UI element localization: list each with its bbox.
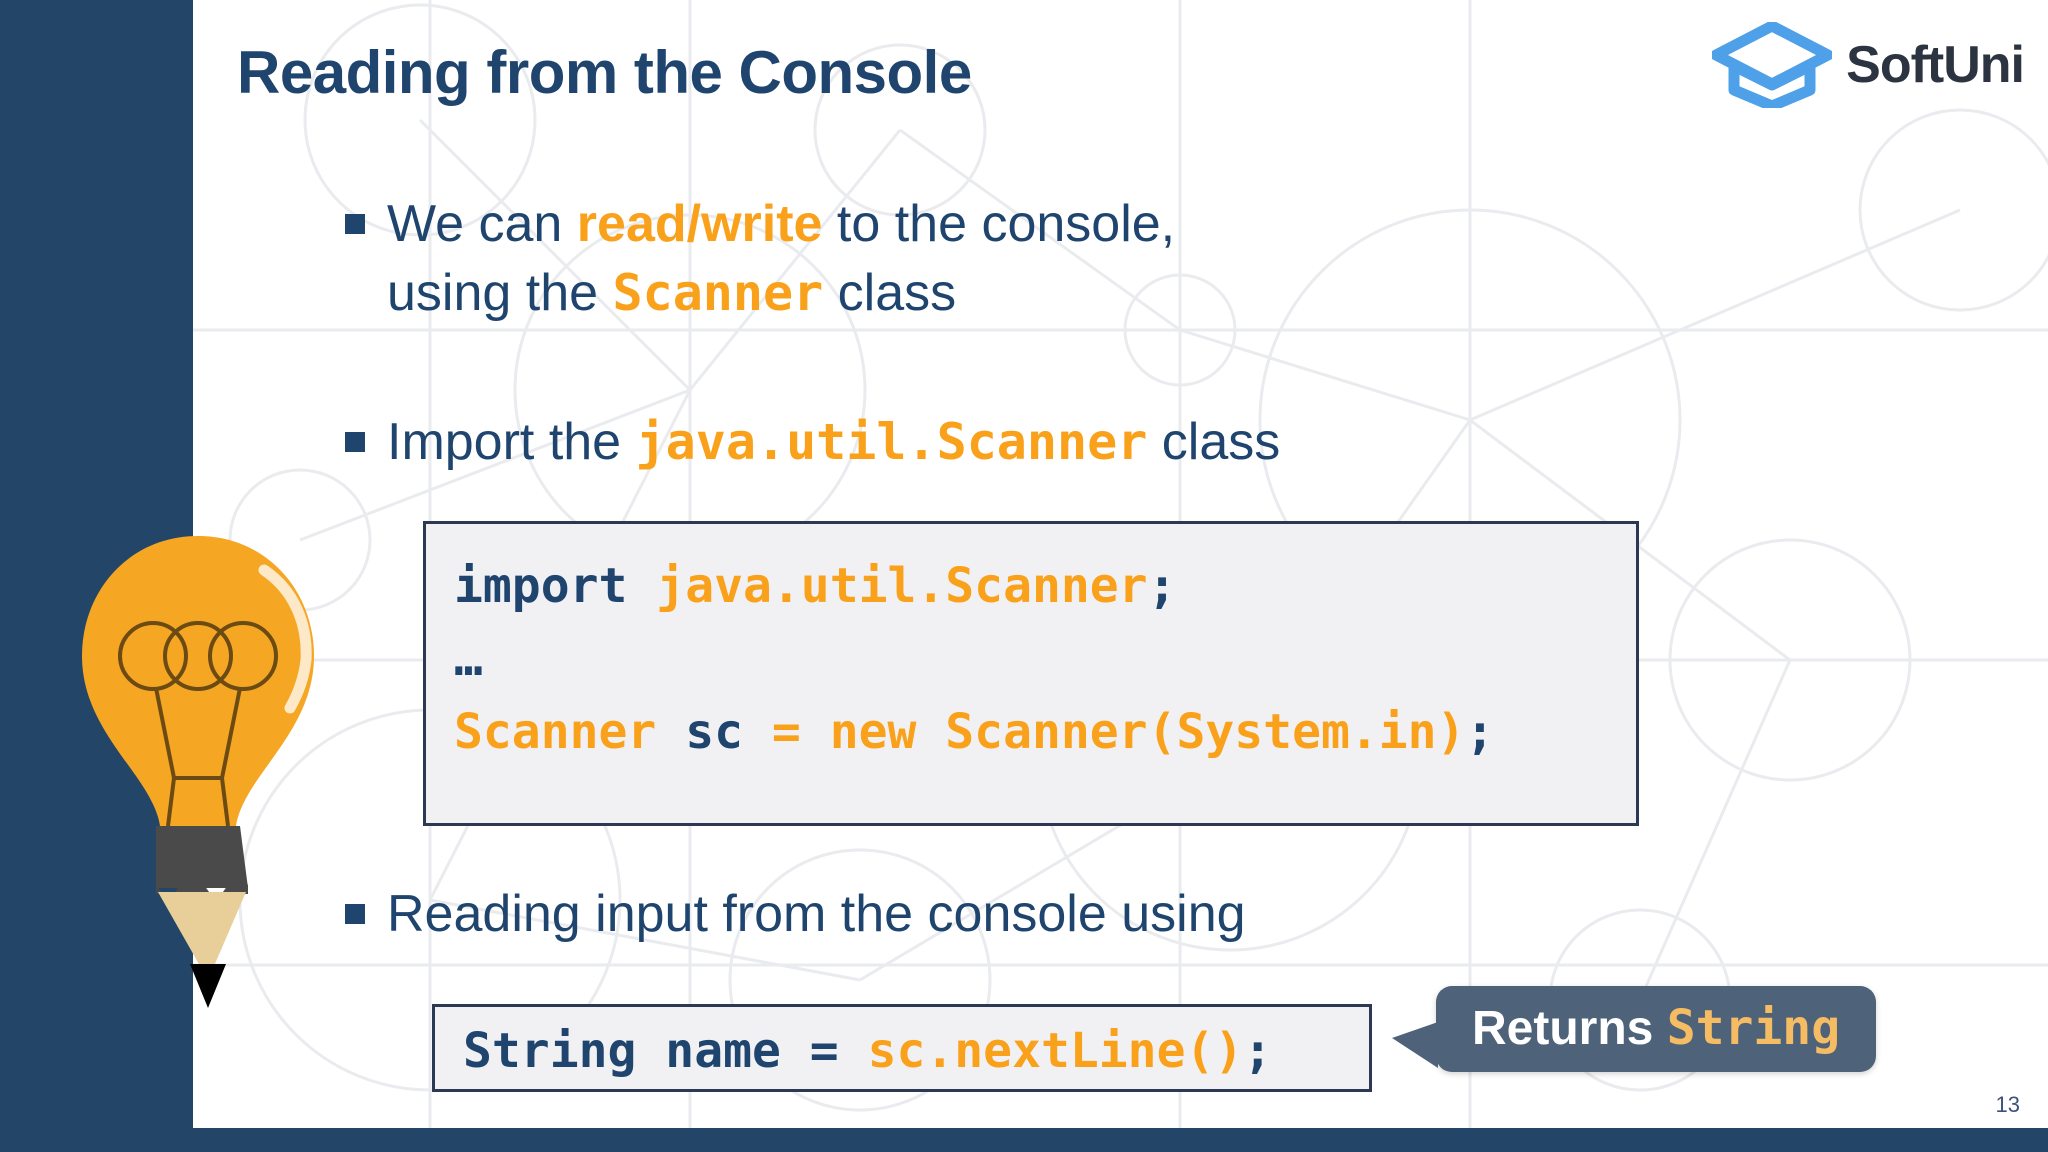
code-1-3-type: Scanner (454, 703, 686, 760)
code-1-3-semi: ; (1465, 703, 1495, 760)
code-1-3-expr: = new Scanner(System.in) (771, 703, 1466, 760)
bullet-1-highlight-readwrite: read/write (576, 195, 823, 253)
softuni-logo: SoftUni (1712, 22, 2025, 108)
bullet-square-marker (345, 214, 365, 234)
bullet-2-seg-3: class (1147, 413, 1281, 471)
bullet-2-seg-1: Import the (387, 413, 636, 471)
bullet-item-1-line-2: using the Scanner class (387, 259, 1175, 328)
code-block-import-scanner: import java.util.Scanner; … Scanner sc =… (423, 521, 1639, 826)
callout-label-plain: Returns (1472, 1002, 1667, 1055)
code-1-2-ellipsis: … (454, 630, 483, 687)
code-2-1-call: sc.nextLine() (867, 1023, 1244, 1079)
slide-number: 13 (1995, 1092, 2020, 1117)
code-line-2: … (454, 623, 1636, 696)
callout-label-type: String (1666, 1000, 1841, 1056)
bullet-item-1-text: We can read/write to the console, using … (387, 190, 1175, 328)
bullet-1-seg-3: to the console, (822, 195, 1176, 253)
code-1-1-kw: import (454, 558, 657, 614)
bullet-1-l2-seg-3: class (823, 264, 957, 323)
code-1-1-semi: ; (1147, 558, 1177, 614)
bullet-item-3: Reading input from the console using (345, 880, 1246, 949)
bullet-1-seg-1: We can (387, 195, 577, 253)
bullet-1-l2-seg-1: using the (387, 264, 613, 323)
page-title: Reading from the Console (237, 39, 972, 106)
bullet-item-1: We can read/write to the console, using … (345, 190, 1175, 328)
callout-returns-string: Returns String (1392, 986, 1877, 1072)
bullet-1-highlight-scanner: Scanner (612, 264, 824, 323)
bullet-square-marker (345, 432, 365, 452)
callout-body: Returns String (1436, 986, 1877, 1072)
code-1-1-pkg: java.util.Scanner (656, 558, 1148, 614)
bullet-item-2: Import the java.util.Scanner class (345, 408, 1280, 477)
logo-text: SoftUni (1846, 36, 2025, 94)
bullet-item-1-line-1: We can read/write to the console, (387, 190, 1175, 259)
code-1-3-var: sc (685, 703, 772, 760)
code-2-1-semi: ; (1243, 1023, 1273, 1079)
bullet-item-2-text: Import the java.util.Scanner class (387, 408, 1280, 477)
bullet-2-highlight-java-util-scanner: java.util.Scanner (635, 413, 1148, 471)
bullet-square-marker (345, 904, 365, 924)
callout-tail-icon (1392, 1022, 1438, 1068)
code-line-1: import java.util.Scanner; (454, 550, 1636, 623)
code-line-1: String name = sc.nextLine(); (463, 1007, 1369, 1095)
code-block-next-line: String name = sc.nextLine(); (432, 1004, 1372, 1092)
code-line-3: Scanner sc = new Scanner(System.in); (454, 696, 1636, 769)
graduation-cap-icon (1712, 22, 1833, 108)
bullet-item-3-text: Reading input from the console using (387, 885, 1246, 943)
lightbulb-pencil-icon (82, 536, 314, 1008)
bottom-accent-bar (0, 1128, 2048, 1152)
code-2-1-decl: String name = (463, 1023, 868, 1079)
